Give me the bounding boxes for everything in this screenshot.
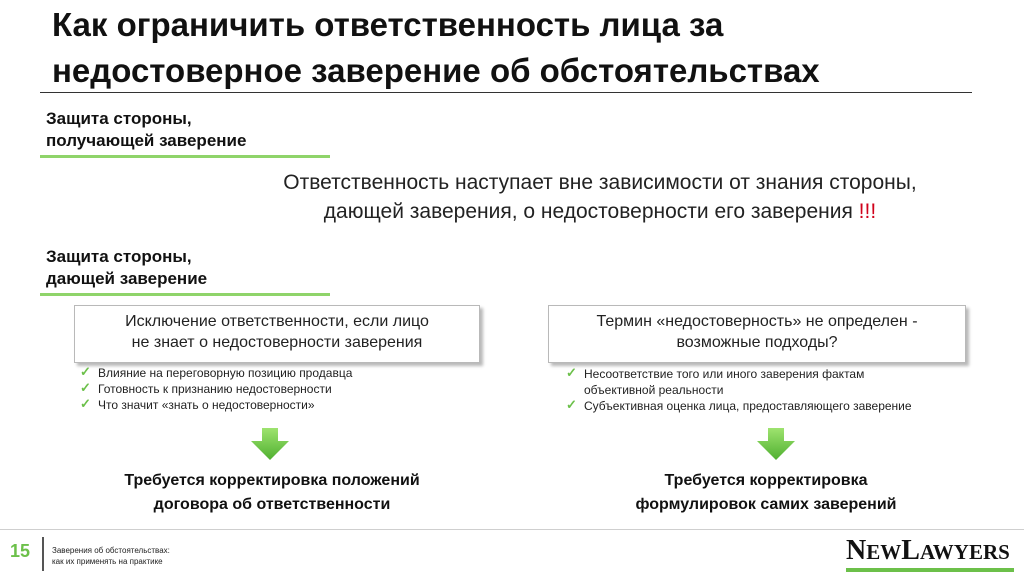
box-line: Исключение ответственности, если лицо xyxy=(125,313,429,330)
logo-letter: N xyxy=(846,535,867,566)
logo-letters: EW xyxy=(866,540,902,564)
section-heading-line: Защита стороны, xyxy=(46,247,192,266)
list-item: ✓ Субъективная оценка лица, предоставляющ… xyxy=(566,397,1006,414)
newlawyers-logo: NEWLAWYERS xyxy=(846,536,1016,572)
check-icon: ✓ xyxy=(566,365,577,380)
footer-caption-line: как их применять на практике xyxy=(52,557,163,566)
conclusion-line: договора об ответственности xyxy=(153,496,391,513)
statement-line-text: дающей заверения, о недостоверности его … xyxy=(323,200,853,223)
list-item-text: Несоответствие того или иного заверения … xyxy=(584,367,865,397)
box-line: не знает о недостоверности заверения xyxy=(131,334,423,351)
conclusion-line: формулировок самих заверений xyxy=(635,496,897,513)
liability-statement: Ответственность наступает вне зависимост… xyxy=(180,168,1020,226)
list-item: ✓ Влияние на переговорную позицию продавц… xyxy=(80,364,480,381)
title-divider xyxy=(40,92,972,93)
arrow-down-icon xyxy=(251,428,289,460)
check-icon: ✓ xyxy=(566,397,577,412)
footer-divider xyxy=(0,529,1024,530)
left-checklist: ✓ Влияние на переговорную позицию продавц… xyxy=(80,364,480,413)
section-heading-line: дающей заверение xyxy=(46,269,208,288)
conclusion-line: Требуется корректировка положений xyxy=(124,472,420,489)
section-heading-receiving-party: Защита стороны, получающей заверение xyxy=(46,108,246,152)
check-icon: ✓ xyxy=(80,364,91,379)
section-underline xyxy=(40,293,330,296)
arrow-down-icon xyxy=(757,428,795,460)
list-item-text: Готовность к признанию недостоверности xyxy=(98,382,332,396)
footer-caption-line: Заверения об обстоятельствах: xyxy=(52,546,170,555)
slide-title: Как ограничить ответственность лица за н… xyxy=(52,6,820,89)
check-icon: ✓ xyxy=(80,380,91,395)
check-icon: ✓ xyxy=(80,396,91,411)
list-item-text: Влияние на переговорную позицию продавца xyxy=(98,366,353,380)
right-conclusion: Требуется корректировка формулировок сам… xyxy=(560,469,972,517)
left-conclusion: Требуется корректировка положений догово… xyxy=(70,469,474,517)
list-item: ✓ Несоответствие того или иного заверения… xyxy=(566,365,1006,398)
right-checklist: ✓ Несоответствие того или иного заверения… xyxy=(566,365,1006,414)
logo-letters: AWYERS xyxy=(919,540,1010,564)
conclusion-line: Требуется корректировка xyxy=(664,472,868,489)
logo-letter: L xyxy=(901,535,920,566)
list-item: ✓ Что значит «знать о недостоверности» xyxy=(80,396,480,413)
statement-line: Ответственность наступает вне зависимост… xyxy=(283,171,917,194)
section-heading-giving-party: Защита стороны, дающей заверение xyxy=(46,246,207,290)
section-underline xyxy=(40,155,330,158)
list-item-text: Субъективная оценка лица, предоставляюще… xyxy=(584,399,912,413)
box-line: Термин «недостоверность» не определен - xyxy=(596,313,918,330)
statement-line: дающей заверения, о недостоверности его … xyxy=(180,197,1020,226)
logo-underline xyxy=(846,568,1014,572)
footer-separator xyxy=(42,537,44,571)
list-item-text: Что значит «знать о недостоверности» xyxy=(98,398,315,412)
page-number: 15 xyxy=(10,541,31,561)
section-heading-line: Защита стороны, xyxy=(46,109,192,128)
right-box-term-undefined: Термин «недостоверность» не определен - … xyxy=(548,305,966,363)
list-item: ✓ Готовность к признанию недостоверности xyxy=(80,380,480,397)
footer-caption: Заверения об обстоятельствах: как их при… xyxy=(52,545,170,567)
left-box-liability-exclusion: Исключение ответственности, если лицо не… xyxy=(74,305,480,363)
box-line: возможные подходы? xyxy=(676,334,838,351)
section-heading-line: получающей заверение xyxy=(46,131,247,150)
exclamation-marks: !!! xyxy=(858,200,877,223)
